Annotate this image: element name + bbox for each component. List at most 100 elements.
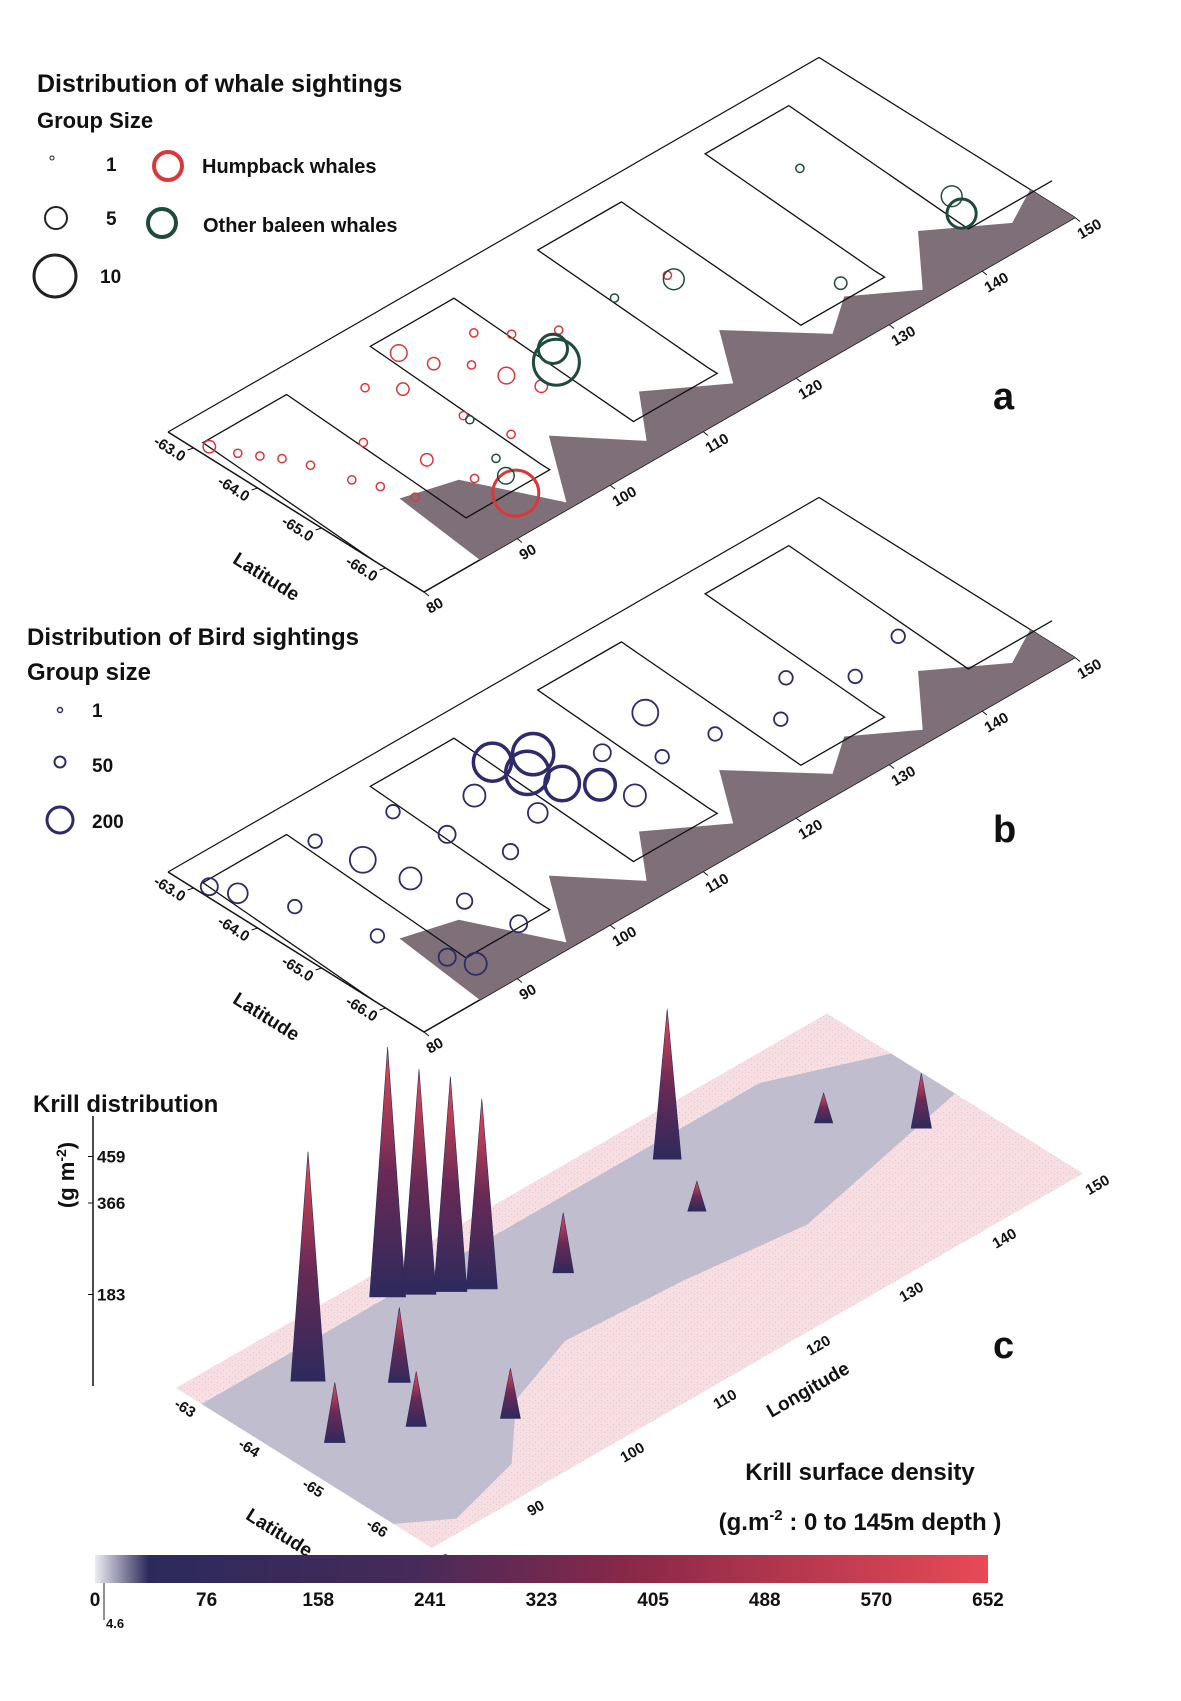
panel-a-x-tick-label: 120 bbox=[796, 376, 826, 403]
krill-density-peak bbox=[813, 1091, 834, 1124]
bird-sighting-marker bbox=[890, 628, 906, 644]
humpback-sighting-marker bbox=[466, 360, 477, 370]
panel-b-label: b bbox=[993, 809, 1016, 851]
bird-sighting-marker bbox=[592, 743, 612, 763]
colorbar-title-line1: Krill surface density bbox=[745, 1459, 975, 1486]
panel-b-x-tick-label: 80 bbox=[424, 1034, 447, 1057]
colorbar-tick-label: 158 bbox=[302, 1590, 334, 1611]
panel-c-label: c bbox=[993, 1325, 1014, 1367]
panel-b-y-tick bbox=[251, 927, 258, 931]
bird-sighting-marker bbox=[622, 783, 647, 808]
colorbar-tick-label: 0 bbox=[90, 1590, 101, 1611]
humpback-sighting-marker bbox=[491, 468, 541, 518]
panel-c-title: Krill distribution bbox=[33, 1091, 218, 1118]
panel-b-y-tick-label: -63.0 bbox=[150, 873, 188, 906]
krill-z-tick-label: 459 bbox=[97, 1148, 125, 1167]
bird-sighting-marker bbox=[773, 711, 789, 727]
panel-a-x-tick-label: 80 bbox=[424, 594, 447, 617]
colorbar-tick-label: 652 bbox=[972, 1590, 1004, 1611]
bird-sighting-marker bbox=[509, 914, 529, 934]
krill-z-tick-label: 183 bbox=[97, 1286, 125, 1305]
panel-b-y-tick-label: -66.0 bbox=[342, 993, 380, 1026]
other-baleen-sighting-marker bbox=[531, 337, 581, 387]
krill-density-peak bbox=[910, 1073, 932, 1129]
colorbar-tick-label: 323 bbox=[526, 1590, 558, 1611]
panel-b-x-tick bbox=[609, 924, 616, 930]
bird-sighting-marker bbox=[631, 698, 660, 727]
humpback-sighting-marker bbox=[346, 475, 357, 485]
panel-a-x-tick bbox=[981, 270, 988, 276]
krill-xlabel: Longitude bbox=[763, 1358, 853, 1422]
krill-z-tick-label: 366 bbox=[97, 1194, 125, 1213]
krill-density-peak bbox=[401, 1069, 437, 1295]
krill-density-peak bbox=[405, 1371, 427, 1427]
colorbar-tick-label: 488 bbox=[749, 1590, 781, 1611]
colorbar-tick-label: 241 bbox=[414, 1590, 446, 1611]
size-legend-b-label-50: 50 bbox=[92, 756, 113, 777]
panel-a-y-tick-label: -66.0 bbox=[342, 553, 380, 586]
panel-a-x-tick bbox=[888, 324, 895, 329]
humpback-sighting-marker bbox=[232, 448, 243, 459]
panel-a-size-legend-title: Group Size bbox=[37, 108, 153, 133]
colorbar-gradient bbox=[95, 1555, 988, 1583]
size-legend-b-label-200: 200 bbox=[92, 812, 124, 833]
krill-density-peak bbox=[387, 1307, 411, 1383]
panel-b-x-tick bbox=[516, 978, 523, 983]
panel-b-y-tick bbox=[187, 887, 194, 891]
z-axis-label: (g m-2) bbox=[53, 1142, 79, 1208]
humpback-sighting-marker bbox=[506, 429, 516, 440]
panel-b-title: Distribution of Bird sightings bbox=[27, 624, 359, 651]
bird-sighting-marker bbox=[471, 741, 514, 783]
bird-sighting-marker bbox=[510, 731, 556, 777]
bird-sighting-marker bbox=[847, 668, 863, 685]
panel-a-x-tick-label: 90 bbox=[517, 541, 540, 564]
krill-density-peak bbox=[652, 1009, 682, 1160]
panel-b-x-tick bbox=[981, 710, 988, 716]
panel-b-x-tick-label: 130 bbox=[889, 763, 919, 790]
bird-sighting-marker bbox=[437, 947, 457, 967]
bird-sighting-marker bbox=[501, 843, 520, 861]
krill-x-tick-label: 100 bbox=[618, 1439, 648, 1466]
humpback-sighting-marker bbox=[202, 439, 217, 454]
panel-a-label: a bbox=[993, 376, 1015, 418]
colorbar-tick-label: 405 bbox=[637, 1590, 669, 1611]
humpback-sighting-marker bbox=[255, 451, 265, 461]
krill-x-tick-label: 130 bbox=[897, 1279, 927, 1306]
krill-x-tick-label: 140 bbox=[990, 1225, 1020, 1252]
humpback-sighting-marker bbox=[389, 343, 408, 363]
bird-sighting-marker bbox=[199, 877, 219, 897]
panel-a-x-tick bbox=[609, 484, 616, 490]
panel-b-x-tick bbox=[702, 871, 709, 876]
panel-a-y-tick bbox=[251, 487, 258, 491]
legend-humpback-label: Humpback whales bbox=[202, 156, 377, 178]
panel-a-axis-frame-back bbox=[167, 56, 1076, 433]
bird-sighting-marker bbox=[543, 764, 582, 803]
panel-b-cruise-track bbox=[201, 544, 1053, 1001]
panel-a-x-tick bbox=[1074, 217, 1081, 222]
colorbar-min-label: 4.6 bbox=[106, 1616, 124, 1631]
krill-x-tick-label: 120 bbox=[804, 1332, 834, 1359]
panel-b-axis-frame-back bbox=[167, 496, 1076, 873]
krill-x-tick-label: 110 bbox=[711, 1386, 740, 1413]
bird-sighting-marker bbox=[227, 882, 249, 905]
panel-b-x-tick bbox=[1074, 657, 1081, 662]
humpback-sighting-marker bbox=[305, 460, 316, 471]
panel-b-x-tick bbox=[423, 1031, 430, 1037]
size-legend-a-label-5: 5 bbox=[106, 209, 117, 230]
other-baleen-sighting-marker bbox=[609, 293, 620, 303]
panel-a-x-tick bbox=[702, 431, 709, 436]
other-baleen-sighting-marker bbox=[464, 414, 475, 425]
panel-a-y-tick bbox=[315, 527, 322, 531]
bird-sighting-marker bbox=[398, 866, 423, 891]
panel-a-x-tick-label: 130 bbox=[889, 323, 919, 350]
bird-sighting-marker bbox=[654, 749, 670, 765]
colorbar-tick-label: 76 bbox=[196, 1590, 217, 1611]
krill-density-peak bbox=[552, 1212, 574, 1274]
bird-sighting-marker bbox=[463, 951, 488, 976]
size-legend-a: 1 5 10 bbox=[32, 155, 121, 299]
panel-c-plot: 1833664598090100110120130140150-63-64-65… bbox=[88, 1009, 1113, 1573]
bird-sighting-marker bbox=[369, 928, 386, 944]
humpback-sighting-marker bbox=[497, 366, 516, 385]
krill-density-peak bbox=[433, 1076, 468, 1292]
